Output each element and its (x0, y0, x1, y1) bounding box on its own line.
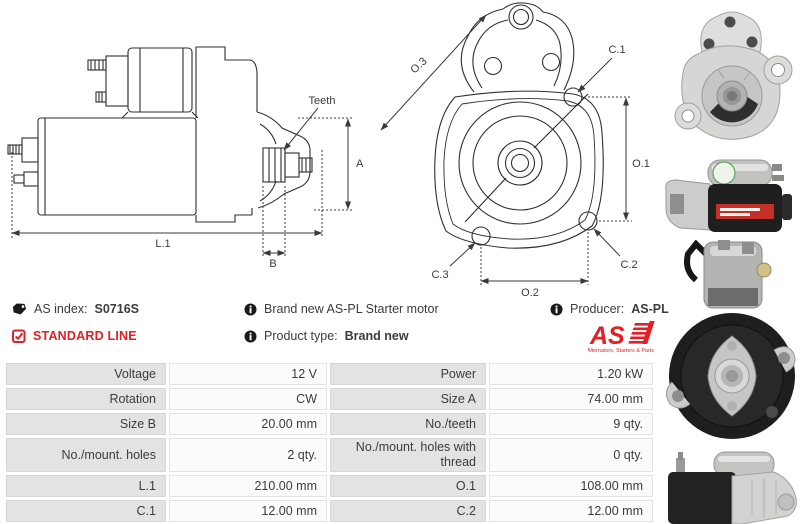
spec-value: 12.00 mm (489, 500, 653, 522)
description-row: Brand new AS-PL Starter motor (244, 302, 439, 316)
brand-logo-tagline: Alternators, Starters & Parts (588, 348, 654, 354)
producer-label: Producer: (570, 302, 625, 316)
dim-label-l1: L.1 (155, 238, 170, 250)
spec-value: CW (169, 388, 327, 410)
spec-label: Rotation (6, 388, 166, 410)
product-photo-front (662, 8, 798, 148)
info-icon (550, 303, 563, 316)
info-icon (244, 330, 257, 343)
info-column-left: AS index: S0716S STANDARD LINE (12, 302, 139, 356)
description-text: Brand new AS-PL Starter motor (264, 302, 439, 316)
spec-value: 1.20 kW (489, 363, 653, 385)
info-column-middle: Brand new AS-PL Starter motor Product ty… (244, 302, 439, 356)
producer-value: AS-PL (631, 302, 669, 316)
producer-row: Producer: AS-PL (550, 302, 669, 316)
spec-table: Voltage 12 V Power 1.20 kW Rotation CW S… (6, 363, 658, 522)
brand-logo: AS Alternators, Starters & Parts (550, 320, 658, 354)
front-view-drawing (434, 2, 604, 249)
dim-label-o3: O.3 (408, 55, 429, 76)
tag-icon (12, 302, 27, 316)
spec-label: No./mount. holes (6, 438, 166, 472)
as-index-row: AS index: S0716S (12, 302, 139, 316)
product-photo-side (662, 150, 798, 238)
spec-value: 9 qty. (489, 413, 653, 435)
product-photo-rear (662, 239, 798, 446)
spec-label: C.2 (330, 500, 486, 522)
spec-value: 20.00 mm (169, 413, 327, 435)
standard-line-label: STANDARD LINE (33, 329, 137, 343)
spec-value: 74.00 mm (489, 388, 653, 410)
as-index-label: AS index: (34, 302, 88, 316)
product-type-row: Product type: Brand new (244, 329, 439, 343)
spec-label: Voltage (6, 363, 166, 385)
spec-label: No./teeth (330, 413, 486, 435)
standard-line-row: STANDARD LINE (12, 329, 139, 343)
spec-value: 0 qty. (489, 438, 653, 472)
dim-label-c3: C.3 (431, 269, 448, 281)
spec-value: 12 V (169, 363, 327, 385)
dim-label-o1: O.1 (632, 158, 650, 170)
spec-label: Size B (6, 413, 166, 435)
side-view-dimensions (11, 107, 354, 258)
info-icon (244, 303, 257, 316)
spec-label: O.1 (330, 475, 486, 497)
spec-value: 2 qty. (169, 438, 327, 472)
dim-label-a: A (356, 158, 364, 170)
product-type-value: Brand new (344, 329, 409, 343)
spec-label: Size A (330, 388, 486, 410)
spec-value: 12.00 mm (169, 500, 327, 522)
spec-label: L.1 (6, 475, 166, 497)
spec-value: 108.00 mm (489, 475, 653, 497)
dim-label-o2: O.2 (521, 287, 539, 299)
brand-logo-text: AS (589, 322, 625, 350)
as-index-value: S0716S (94, 302, 139, 316)
spec-value: 210.00 mm (169, 475, 327, 497)
dim-label-teeth: Teeth (309, 95, 336, 107)
front-view-dimensions (380, 14, 632, 285)
technical-drawing: Teeth L.1 B A (7, 2, 650, 299)
spec-label: C.1 (6, 500, 166, 522)
product-photo-side2 (662, 450, 798, 524)
dim-label-c1: C.1 (608, 44, 625, 56)
checkbox-checked-icon (12, 329, 26, 343)
spec-label: No./mount. holes with thread (330, 438, 486, 472)
dim-label-c2: C.2 (620, 259, 637, 271)
product-type-label: Product type: (264, 329, 338, 343)
spec-label: Power (330, 363, 486, 385)
info-column-right: Producer: AS-PL AS Alternators, Starters… (550, 302, 669, 354)
side-view-drawing (7, 46, 313, 223)
dim-label-b: B (269, 258, 276, 270)
